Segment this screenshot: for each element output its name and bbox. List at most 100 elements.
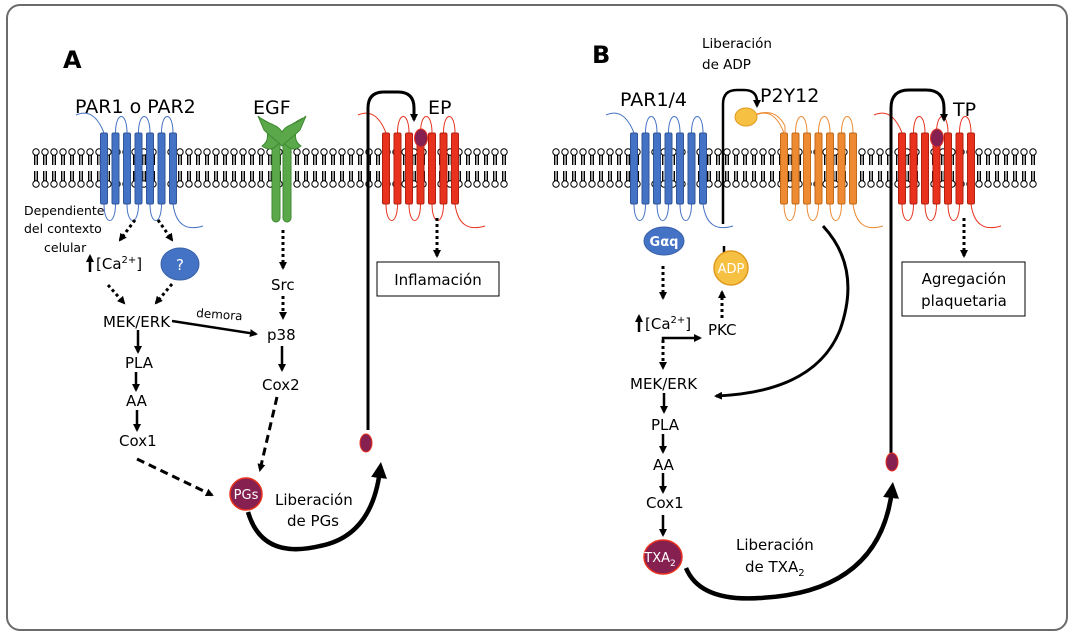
mekerk-to-p38-arrow xyxy=(171,319,258,338)
tp-receptor xyxy=(873,112,1002,229)
cox2-to-pgs-arrow xyxy=(257,396,279,472)
p2y12-receptor-extracellular-loop xyxy=(818,116,831,134)
egf-receptor xyxy=(257,115,307,223)
tp-receptor-n-terminus xyxy=(873,112,903,134)
lipid-head xyxy=(293,180,301,188)
lipid-head xyxy=(50,148,58,156)
tp-receptor-intracellular-loop xyxy=(947,203,960,221)
lipid-head xyxy=(176,180,184,188)
pkc-node: PKC xyxy=(708,321,737,339)
lipid-head xyxy=(750,180,758,188)
lipid-head xyxy=(248,148,256,156)
inflammation-box xyxy=(376,261,500,297)
lipid-head xyxy=(86,148,94,156)
txa2-label: TXA2 xyxy=(643,551,675,569)
par1-4-receptor-intracellular-loop xyxy=(633,203,646,221)
par1-par2-receptor-helix xyxy=(146,132,154,205)
par1-par2-receptor-c-terminus xyxy=(172,203,204,229)
egf-label: EGF xyxy=(253,97,291,119)
par1-par2-receptor-n-terminus xyxy=(75,112,105,134)
lipid-head xyxy=(374,180,382,188)
txa2-node xyxy=(643,539,683,575)
par1-par2-receptor-helix xyxy=(134,132,143,205)
adp-ligand xyxy=(734,107,758,127)
lipid-head xyxy=(59,180,67,188)
lipid-head xyxy=(194,148,202,156)
lipid-head xyxy=(230,148,238,156)
adp-to-p2y12-arrow xyxy=(721,88,761,224)
par1-par2-receptor-helix xyxy=(169,132,177,205)
unknown-mediator-label: ? xyxy=(176,256,184,274)
tp-receptor-c-terminus xyxy=(970,203,1002,229)
lipid-head xyxy=(1011,148,1019,156)
par1-par2-receptor-helix xyxy=(157,132,166,205)
lipid-head xyxy=(1020,148,1028,156)
tp-receptor-helix xyxy=(898,132,906,205)
lipid-head xyxy=(570,148,578,156)
lipid-head xyxy=(464,180,472,188)
aa-node-a: AA xyxy=(126,392,148,410)
par1-4-receptor-helix xyxy=(641,132,650,205)
p38-node: p38 xyxy=(267,326,296,344)
lipid-head xyxy=(32,148,40,156)
lipid-head xyxy=(876,180,884,188)
lipid-head xyxy=(203,148,211,156)
lipid-head xyxy=(50,180,58,188)
lipid-head xyxy=(579,180,587,188)
p2y12-receptor-helix xyxy=(780,132,788,205)
ep-receptor xyxy=(357,112,486,229)
txa2-ligand-b xyxy=(885,452,899,472)
ep-receptor-intracellular-loop xyxy=(408,203,421,221)
aggregation-box xyxy=(901,261,1026,317)
par1-4-receptor-helix xyxy=(630,132,638,205)
pla-node-a: PLA xyxy=(125,354,154,372)
calcium-to-mekerk-arrow xyxy=(106,284,126,305)
cox1-to-pgs-arrow xyxy=(136,457,214,497)
tp-receptor-extracellular-loop xyxy=(913,116,926,134)
lipid-head xyxy=(329,148,337,156)
p2y12-receptor-n-terminus xyxy=(755,112,785,134)
tp-receptor-helix xyxy=(967,132,975,205)
par1-4-receptor-helix xyxy=(664,132,673,205)
lipid-head xyxy=(759,148,767,156)
tp-receptor-helix xyxy=(921,132,929,205)
ep-receptor-helix xyxy=(451,132,459,205)
lipid-head xyxy=(570,180,578,188)
lipid-head xyxy=(588,180,596,188)
src-node: Src xyxy=(271,276,295,294)
lipid-head xyxy=(185,148,193,156)
par1-4-receptor-helix xyxy=(676,132,684,205)
egf-extracellular-domain xyxy=(257,115,307,147)
lipid-head xyxy=(561,180,569,188)
p2y12-receptor-intracellular-loop xyxy=(783,203,796,221)
p2y12-receptor-helix xyxy=(849,132,857,205)
lipid-head xyxy=(615,148,623,156)
lipid-head xyxy=(68,180,76,188)
par1-4-receptor-intracellular-loop xyxy=(656,203,669,221)
par1-4-receptor-extracellular-loop xyxy=(668,116,681,134)
context-note-line3: celular xyxy=(44,240,87,255)
lipid-head xyxy=(176,148,184,156)
lipid-head xyxy=(239,180,247,188)
ep-receptor-helix xyxy=(393,132,402,205)
lipid-head xyxy=(552,180,560,188)
lipid-head xyxy=(732,180,740,188)
p2y12-receptor-c-terminus xyxy=(852,203,884,229)
context-note-line2: del contexto xyxy=(24,221,102,236)
pgs-label: PGs xyxy=(234,488,259,503)
lipid-head xyxy=(482,148,490,156)
tp-receptor-helix xyxy=(909,132,918,205)
lipid-head xyxy=(320,148,328,156)
adp-node xyxy=(713,250,749,286)
p2y12-receptor xyxy=(755,112,884,229)
par1-par2-receptor-intracellular-loop xyxy=(149,203,162,221)
lipid-head xyxy=(768,180,776,188)
lipid-head xyxy=(320,180,328,188)
lipid-head xyxy=(552,148,560,156)
lipid-head xyxy=(1011,180,1019,188)
lipid-head xyxy=(473,148,481,156)
lipid-head xyxy=(1029,180,1037,188)
ep-receptor-extracellular-loop xyxy=(420,116,433,134)
calcium-to-pkc-arrow xyxy=(661,334,702,342)
inflammation-label: Inflamación xyxy=(394,271,481,289)
